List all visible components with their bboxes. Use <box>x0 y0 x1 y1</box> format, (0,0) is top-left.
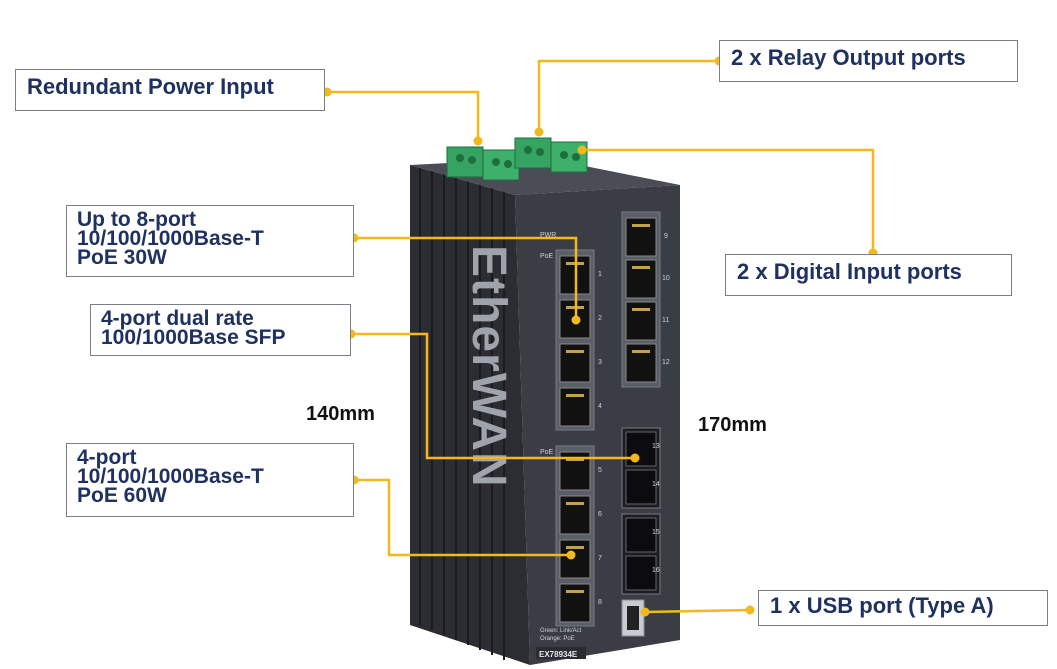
poe-label-top: PoE <box>540 253 554 260</box>
dimension-height: 170mm <box>698 414 767 436</box>
port-label-7: 7 <box>598 555 602 562</box>
callout-poe30-line3: PoE 30W <box>77 246 167 269</box>
callout-sfp-line2: 100/1000Base SFP <box>101 326 286 349</box>
led-legend-line1: Green: Link/Act <box>540 628 582 634</box>
leader-sfp <box>351 332 635 460</box>
leader-redundant-power <box>327 90 480 141</box>
port-label-3: 3 <box>598 359 602 366</box>
callout-digital-input-label: 2 x Digital Input ports <box>737 259 962 284</box>
port-label-8: 8 <box>598 599 602 606</box>
port-label-5: 5 <box>598 467 602 474</box>
callout-digital-input-ports: 2 x Digital Input ports <box>725 254 1012 296</box>
callout-redundant-power-label: Redundant Power Input <box>27 74 274 99</box>
callout-poe60-line1: 4-port <box>77 446 137 469</box>
redundant-power-terminals <box>446 146 520 181</box>
model-number: EX78934E <box>539 650 578 659</box>
sfp-block <box>621 427 661 595</box>
rj45-block-right <box>621 211 661 388</box>
brand-logo: EtherWAN <box>462 245 515 488</box>
leader-relay-output <box>537 59 719 132</box>
port-label-12: 12 <box>662 359 670 366</box>
port-label-1: 1 <box>598 271 602 278</box>
port-label-4: 4 <box>598 403 602 410</box>
callout-sfp-line1: 4-port dual rate <box>101 307 254 330</box>
port-label-16: 16 <box>652 567 660 574</box>
callout-poe60-line2: 10/100/1000Base-T <box>77 465 264 488</box>
callout-redundant-power-input: Redundant Power Input <box>15 69 325 111</box>
port-label-10: 10 <box>662 275 670 282</box>
callout-poe60-line3: PoE 60W <box>77 484 167 507</box>
leader-lines <box>327 59 875 614</box>
leader-digital-input <box>582 148 875 253</box>
port-label-2: 2 <box>598 315 602 322</box>
callout-usb-port: 1 x USB port (Type A) <box>758 590 1048 626</box>
dimension-depth: 140mm <box>306 403 375 425</box>
relay-digital-terminals <box>514 137 588 173</box>
leader-poe60 <box>354 478 571 557</box>
port-label-13: 13 <box>652 443 660 450</box>
callout-poe30-line2: 10/100/1000Base-T <box>77 227 264 250</box>
callout-sfp-ports: 4-port dual rate 100/1000Base SFP <box>90 304 351 356</box>
leader-poe30 <box>354 236 578 320</box>
leader-usb <box>644 608 751 614</box>
callout-relay-output-ports: 2 x Relay Output ports <box>719 40 1018 82</box>
pwr-label: PWR <box>540 232 556 239</box>
callout-poe60-ports: 4-port 10/100/1000Base-T PoE 60W <box>66 443 354 517</box>
rj45-block-poe60 <box>555 445 595 627</box>
led-legend-line2: Orange: PoE <box>540 636 575 642</box>
port-label-15: 15 <box>652 529 660 536</box>
poe-label-bottom: PoE <box>540 449 554 456</box>
port-label-11: 11 <box>662 317 669 324</box>
port-label-14: 14 <box>652 481 660 488</box>
heatsink-side <box>410 165 530 665</box>
port-label-6: 6 <box>598 511 602 518</box>
callout-relay-output-label: 2 x Relay Output ports <box>731 45 966 70</box>
callout-poe30-line1: Up to 8-port <box>77 208 196 231</box>
callout-usb-label: 1 x USB port (Type A) <box>770 593 994 618</box>
usb-port <box>621 599 645 637</box>
industrial-switch: EtherWAN PWR PoE PoE <box>410 137 680 665</box>
callout-poe30-ports: Up to 8-port 10/100/1000Base-T PoE 30W <box>66 205 354 277</box>
port-label-9: 9 <box>664 233 668 240</box>
